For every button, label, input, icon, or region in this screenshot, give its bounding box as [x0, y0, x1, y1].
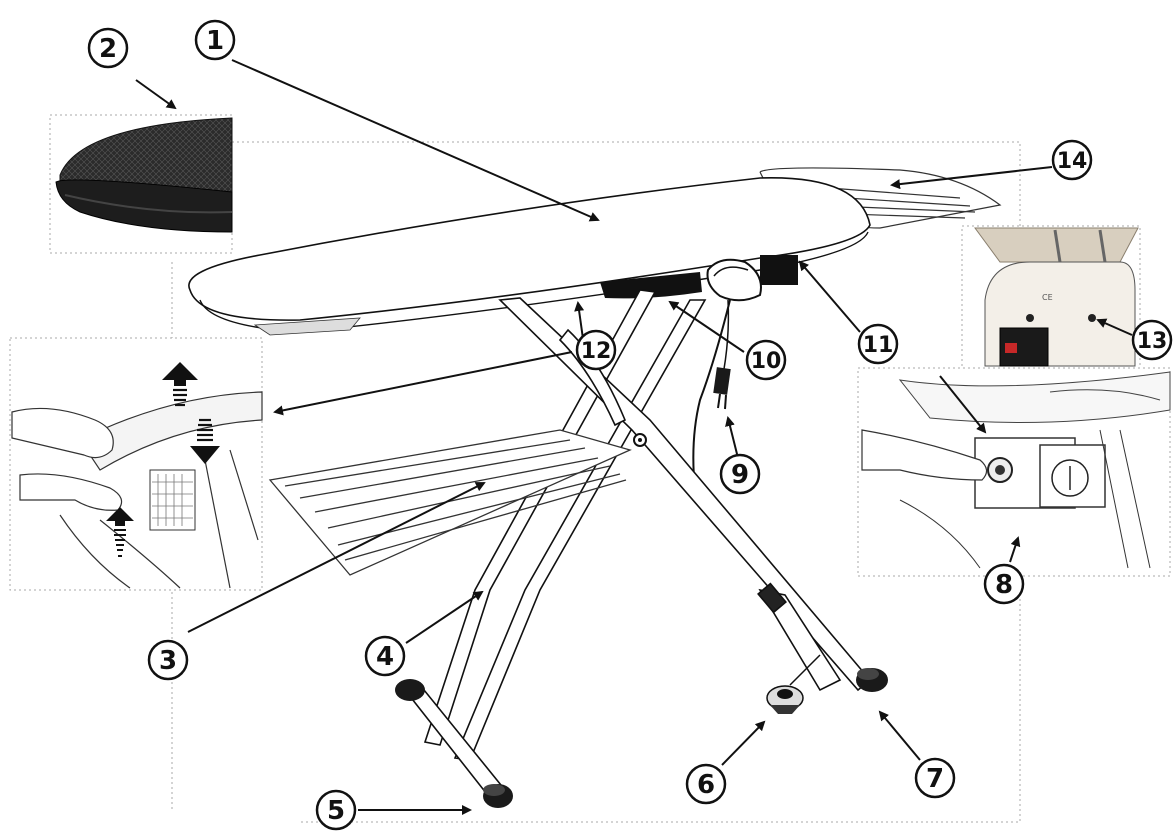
ironing-board — [188, 167, 1002, 808]
ce-mark: CE — [1042, 293, 1053, 302]
callout-label-9: 9 — [731, 460, 749, 490]
callout-badge-13: 13 — [1131, 319, 1173, 361]
callout-label-5: 5 — [327, 796, 345, 826]
callout-badge-4: 4 — [364, 635, 406, 677]
callout-badge-12: 12 — [575, 329, 617, 371]
up-arrow-icon — [162, 362, 198, 407]
callout-label-3: 3 — [159, 646, 177, 676]
callout-badge-9: 9 — [719, 453, 761, 495]
down-arrow-icon — [190, 418, 220, 464]
callout-label-8: 8 — [995, 570, 1013, 600]
rear-leg — [498, 297, 872, 692]
callout-badge-5: 5 — [315, 789, 357, 831]
push-up-arrow-icon — [106, 507, 134, 557]
callout-label-13: 13 — [1137, 329, 1168, 354]
callout-label-1: 1 — [206, 26, 224, 56]
linen-shelf — [268, 429, 632, 576]
callout-label-4: 4 — [376, 642, 394, 672]
callout-badge-6: 6 — [685, 763, 727, 805]
inset-cover-detail — [49, 114, 233, 254]
callout-badge-1: 1 — [194, 19, 236, 61]
callout-label-12: 12 — [581, 339, 612, 364]
inset-height-lever — [9, 337, 263, 591]
foot-left — [395, 679, 513, 808]
cord-clip — [766, 654, 821, 714]
callout-label-6: 6 — [697, 770, 715, 800]
inset-socket-module — [857, 367, 1171, 577]
callout-badge-2: 2 — [87, 27, 129, 69]
ironing-surface — [188, 177, 871, 321]
callout-badge-8: 8 — [983, 563, 1025, 605]
callout-label-7: 7 — [926, 764, 944, 794]
inset-power-module: CE — [961, 225, 1141, 369]
callout-label-11: 11 — [863, 333, 894, 358]
callout-label-14: 14 — [1057, 149, 1088, 174]
callout-badge-14: 14 — [1051, 139, 1093, 181]
callout-label-2: 2 — [99, 34, 117, 64]
callout-badge-11: 11 — [857, 323, 899, 365]
callout-badge-3: 3 — [147, 639, 189, 681]
callout-badge-7: 7 — [914, 757, 956, 799]
callout-arrows — [135, 59, 1133, 815]
callout-badge-10: 10 — [745, 339, 787, 381]
foot-right — [856, 668, 888, 692]
callout-label-10: 10 — [751, 349, 782, 374]
